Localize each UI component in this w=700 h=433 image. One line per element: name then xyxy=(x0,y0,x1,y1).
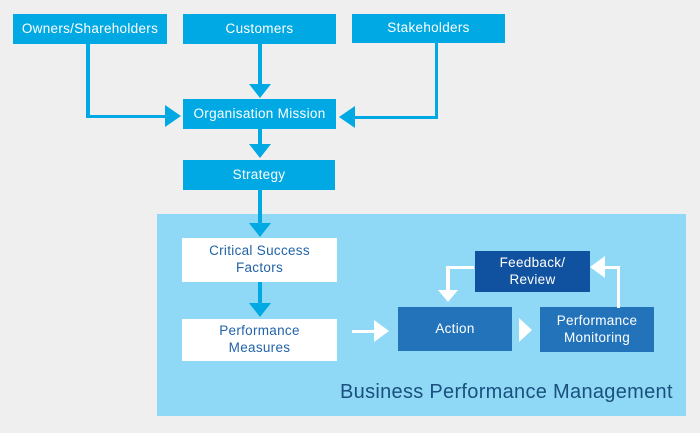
node-csf-line2: Factors xyxy=(235,260,284,275)
arrow-line xyxy=(86,114,166,118)
node-csf-line1: Critical Success xyxy=(209,243,310,259)
arrow-line xyxy=(616,265,620,308)
node-owners-shareholders-label: Owners/Shareholders xyxy=(21,20,159,36)
node-action-label: Action xyxy=(435,320,475,336)
node-strategy: Strategy xyxy=(183,160,335,190)
arrow-line xyxy=(446,265,474,269)
node-feedback-line2: Review xyxy=(509,271,556,287)
arrow-line xyxy=(354,115,438,119)
node-customers-label: Customers xyxy=(225,20,294,36)
arrowhead-down-icon xyxy=(438,290,458,302)
panel-title: Business Performance Management xyxy=(340,381,673,403)
arrow-line xyxy=(258,282,262,304)
node-organisation-mission-label: Organisation Mission xyxy=(193,105,326,121)
node-action: Action xyxy=(398,307,512,351)
arrowhead-down-icon xyxy=(248,303,271,317)
node-stakeholders-label: Stakeholders xyxy=(387,20,470,36)
arrowhead-left-icon xyxy=(339,106,355,128)
node-measures-line2: Measures xyxy=(228,340,291,355)
arrow-line xyxy=(258,190,262,224)
node-measures-line1: Performance xyxy=(219,323,300,339)
node-stakeholders: Stakeholders xyxy=(352,14,505,43)
arrow-line xyxy=(352,329,376,333)
node-strategy-label: Strategy xyxy=(232,166,286,182)
node-performance-measures: Performance Measures xyxy=(182,319,337,361)
arrowhead-right-icon xyxy=(165,105,181,127)
arrow-line xyxy=(258,44,262,85)
arrowhead-left-icon xyxy=(590,256,605,278)
arrowhead-down-icon xyxy=(248,84,271,98)
node-critical-success-factors: Critical Success Factors xyxy=(182,238,337,282)
node-feedback-review: Feedback/ Review xyxy=(475,251,590,292)
arrowhead-down-icon xyxy=(248,223,271,237)
arrow-line xyxy=(446,265,450,292)
arrow-line xyxy=(86,44,90,118)
arrow-line xyxy=(434,43,438,119)
node-performance-monitoring: Performance Monitoring xyxy=(540,307,654,352)
node-customers: Customers xyxy=(183,14,336,44)
arrow-line xyxy=(604,265,620,269)
arrowhead-right-icon xyxy=(374,320,389,342)
node-monitoring-line2: Monitoring xyxy=(563,329,631,345)
arrowhead-down-icon xyxy=(248,144,271,158)
node-organisation-mission: Organisation Mission xyxy=(183,99,336,129)
node-feedback-line1: Feedback/ xyxy=(499,254,566,270)
node-monitoring-line1: Performance xyxy=(556,312,638,328)
arrow-line xyxy=(258,129,262,145)
arrowhead-right-icon xyxy=(519,318,532,342)
node-owners-shareholders: Owners/Shareholders xyxy=(13,14,167,44)
